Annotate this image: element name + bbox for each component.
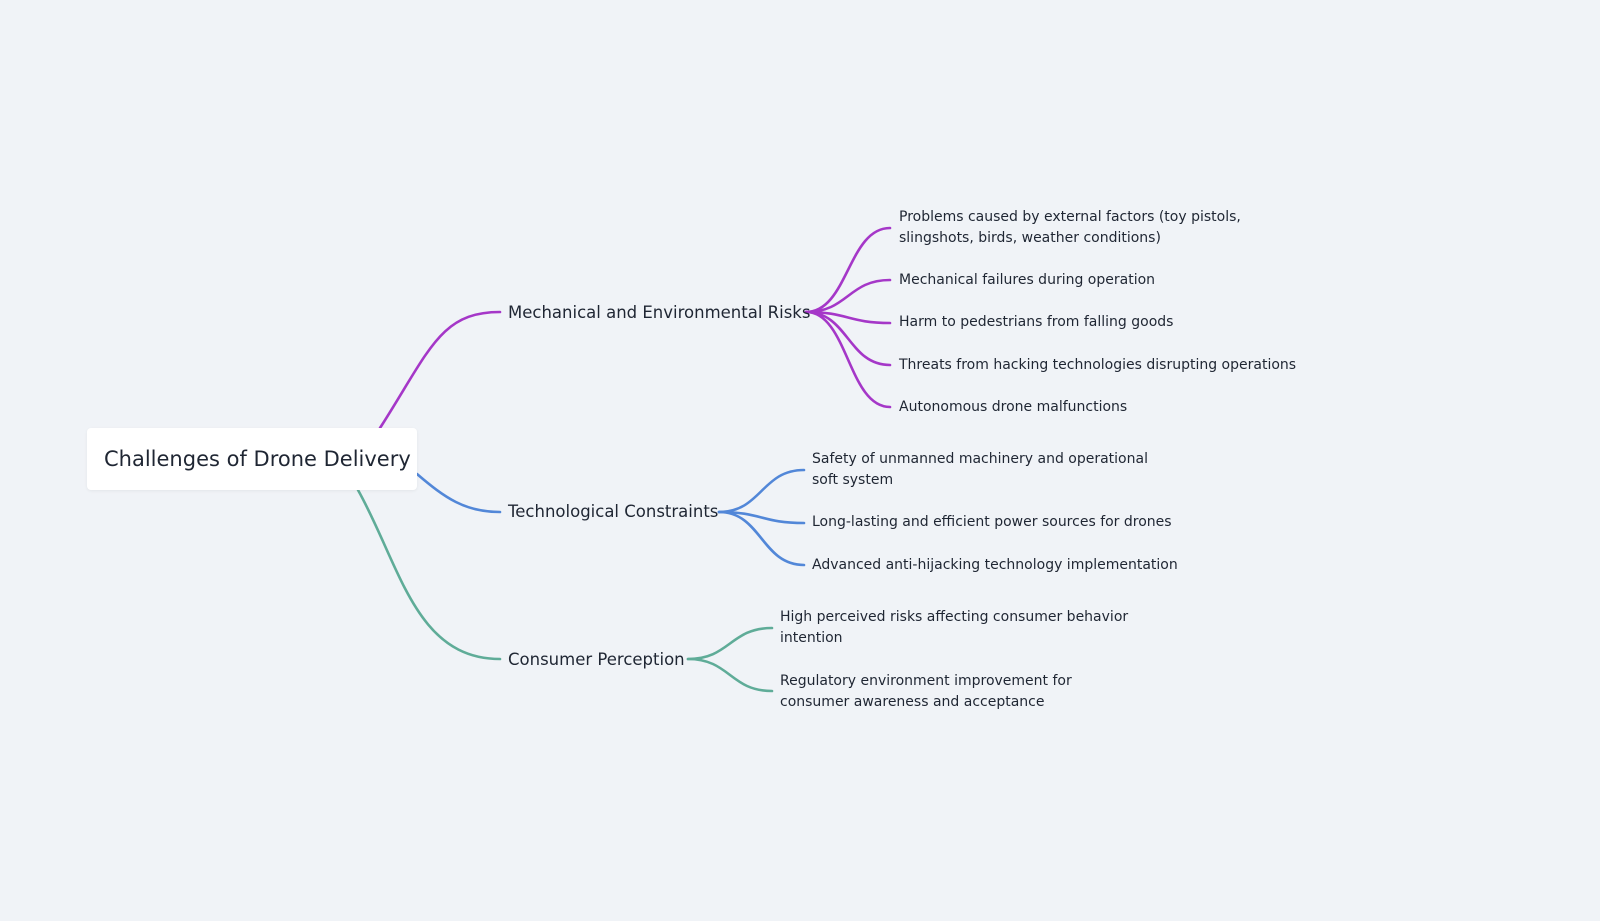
connector-mechanical-leaf-1 bbox=[804, 226, 892, 314]
leaf-label: Problems caused by external factors (toy… bbox=[899, 209, 1241, 246]
branch-label: Mechanical and Environmental Risks bbox=[508, 303, 811, 322]
leaf-external-factors[interactable]: Problems caused by external factors (toy… bbox=[899, 207, 1259, 249]
leaf-unmanned-safety[interactable]: Safety of unmanned machinery and operati… bbox=[812, 449, 1172, 491]
connector-root-to-mechanical bbox=[378, 310, 502, 430]
connector-consumer-leaf-2 bbox=[686, 657, 774, 693]
leaf-regulatory-environment[interactable]: Regulatory environment improvement for c… bbox=[780, 671, 1140, 713]
connector-technological-leaf-3 bbox=[717, 510, 806, 567]
leaf-power-sources[interactable]: Long-lasting and efficient power sources… bbox=[812, 512, 1172, 533]
leaf-autonomous-malfunctions[interactable]: Autonomous drone malfunctions bbox=[899, 397, 1127, 418]
branch-consumer-perception[interactable]: Consumer Perception bbox=[508, 650, 685, 670]
leaf-label: Long-lasting and efficient power sources… bbox=[812, 514, 1172, 530]
branch-mechanical-environmental-risks[interactable]: Mechanical and Environmental Risks bbox=[508, 303, 810, 323]
leaf-harm-to-pedestrians[interactable]: Harm to pedestrians from falling goods bbox=[899, 312, 1173, 333]
leaf-label: High perceived risks affecting consumer … bbox=[780, 609, 1129, 646]
root-topic[interactable]: Challenges of Drone Delivery bbox=[87, 428, 417, 490]
leaf-label: Mechanical failures during operation bbox=[899, 272, 1156, 288]
leaf-label: Advanced anti-hijacking technology imple… bbox=[812, 557, 1178, 573]
leaf-label: Threats from hacking technologies disrup… bbox=[899, 357, 1297, 373]
leaf-label: Autonomous drone malfunctions bbox=[899, 399, 1128, 415]
connector-technological-leaf-1 bbox=[717, 468, 806, 514]
connector-mechanical-leaf-2 bbox=[804, 278, 892, 314]
leaf-label: Harm to pedestrians from falling goods bbox=[899, 314, 1174, 330]
leaf-perceived-risks[interactable]: High perceived risks affecting consumer … bbox=[780, 607, 1140, 649]
connector-consumer-leaf-1 bbox=[686, 626, 774, 661]
leaf-label: Safety of unmanned machinery and operati… bbox=[812, 451, 1148, 488]
connector-mechanical-leaf-5 bbox=[804, 310, 892, 409]
leaf-anti-hijacking[interactable]: Advanced anti-hijacking technology imple… bbox=[812, 555, 1178, 576]
leaf-mechanical-failures[interactable]: Mechanical failures during operation bbox=[899, 270, 1155, 291]
leaf-hacking-threats[interactable]: Threats from hacking technologies disrup… bbox=[899, 355, 1296, 376]
connector-root-to-technological bbox=[415, 472, 502, 514]
root-topic-label: Challenges of Drone Delivery bbox=[104, 447, 411, 471]
branch-label: Technological Constraints bbox=[508, 502, 719, 521]
branch-technological-constraints[interactable]: Technological Constraints bbox=[508, 502, 718, 522]
branch-label: Consumer Perception bbox=[508, 650, 685, 669]
leaf-label: Regulatory environment improvement for c… bbox=[780, 673, 1072, 710]
connector-root-to-consumer bbox=[356, 488, 502, 661]
